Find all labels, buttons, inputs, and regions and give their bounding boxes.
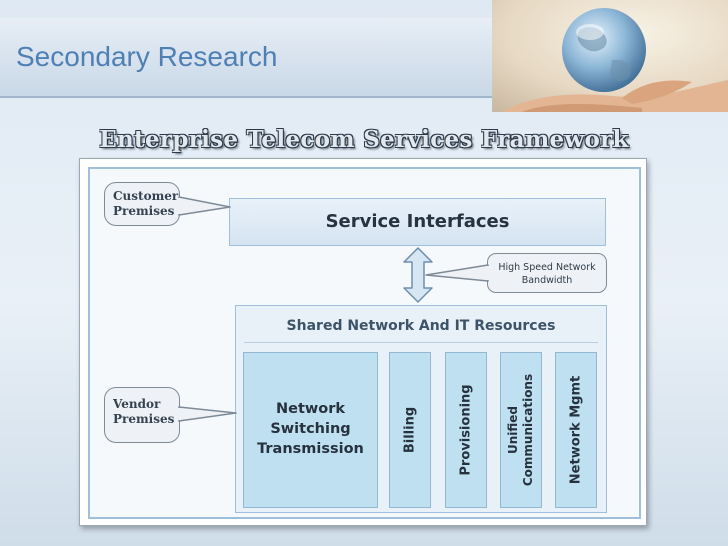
slide-header xyxy=(0,18,494,96)
slide-title: Secondary Research xyxy=(16,41,278,72)
callout-line: Premises xyxy=(113,204,175,218)
callout-line: Premises xyxy=(113,412,175,426)
network-line: Transmission xyxy=(257,441,364,457)
network-mgmt-column: Network Mgmt xyxy=(555,352,597,508)
vendor-premises-callout: Vendor Premises xyxy=(104,387,180,443)
shared-resources-box: Shared Network And IT Resources Network … xyxy=(235,305,607,513)
callout-line: High Speed Network xyxy=(498,262,596,273)
network-line: Network xyxy=(275,401,346,417)
callout-line: Customer xyxy=(113,189,179,203)
header-divider xyxy=(0,96,500,98)
service-interfaces-box: Service Interfaces xyxy=(229,198,606,246)
framework-inner-frame: Customer Premises Service Interfaces Hig… xyxy=(88,167,641,519)
framework-panel: Customer Premises Service Interfaces Hig… xyxy=(79,158,647,526)
shared-resources-title: Shared Network And IT Resources xyxy=(286,318,556,334)
hand-globe-photo xyxy=(492,0,728,112)
unified-communications-column: Unified Communications xyxy=(500,352,542,508)
network-switching-transmission-column: Network Switching Transmission xyxy=(243,352,378,508)
vendor-callout-pointer xyxy=(178,406,237,422)
provisioning-column: Provisioning xyxy=(445,352,487,508)
connector-overlay xyxy=(177,196,490,422)
customer-premises-callout: Customer Premises xyxy=(104,182,180,226)
bandwidth-double-arrow-icon xyxy=(403,247,433,303)
globe-icon xyxy=(492,0,728,112)
shared-resources-divider xyxy=(244,342,598,343)
customer-callout-pointer xyxy=(178,196,231,216)
billing-column: Billing xyxy=(389,352,431,508)
network-line: Switching xyxy=(270,421,351,437)
speed-callout-pointer xyxy=(425,264,489,282)
callout-line: Bandwidth xyxy=(521,275,573,286)
network-column-text: Network Switching Transmission xyxy=(244,399,377,459)
high-speed-bandwidth-callout: High Speed Network Bandwidth xyxy=(487,253,607,293)
callout-line: Vendor xyxy=(113,397,161,411)
framework-title: Enterprise Telecom Services Framework xyxy=(99,126,629,153)
